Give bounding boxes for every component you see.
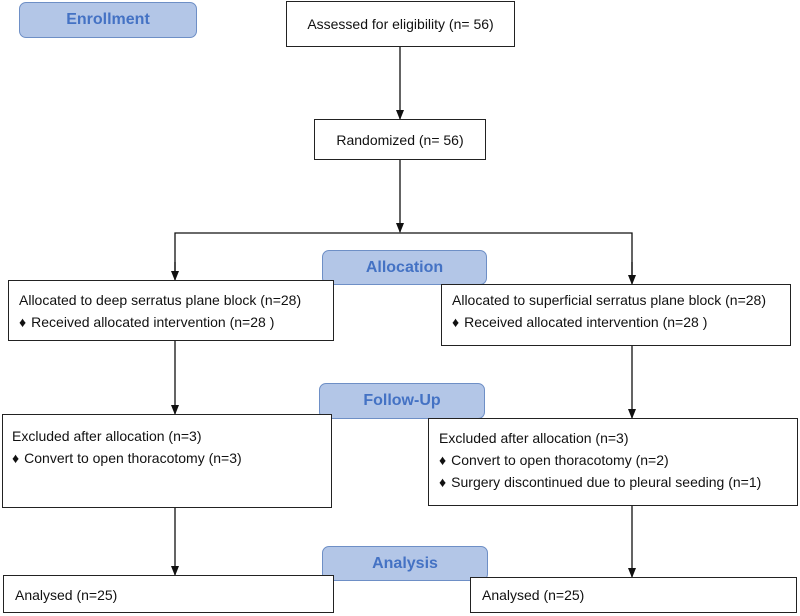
split-connector — [174, 232, 633, 275]
left-analysis-box: Analysed (n=25) — [3, 575, 334, 613]
left-reason-item: Convert to open thoracotomy (n=3) — [12, 447, 331, 469]
right-excluded-text: Excluded after allocation (n=3) — [439, 430, 629, 446]
left-allocated-text: Allocated to deep serratus plane block (… — [19, 292, 302, 308]
right-analysed-text: Analysed (n=25) — [482, 587, 585, 603]
left-followup-box: Excluded after allocation (n=3) Convert … — [2, 414, 332, 508]
stage-analysis: Analysis — [322, 546, 488, 581]
left-excluded-text: Excluded after allocation (n=3) — [12, 428, 202, 444]
right-followup-box: Excluded after allocation (n=3) Convert … — [428, 418, 798, 506]
assessed-text: Assessed for eligibility (n= 56) — [307, 16, 494, 32]
stage-followup: Follow-Up — [319, 383, 485, 419]
stage-enrollment: Enrollment — [19, 2, 197, 38]
randomized-text: Randomized (n= 56) — [336, 131, 464, 148]
randomized-box: Randomized (n= 56) — [314, 119, 486, 160]
right-received-text: Received allocated intervention (n=28 ) — [452, 311, 790, 333]
right-analysis-box: Analysed (n=25) — [470, 577, 797, 613]
assessed-box: Assessed for eligibility (n= 56) — [286, 1, 515, 47]
left-received-text: Received allocated intervention (n=28 ) — [19, 311, 333, 333]
right-reason-item: Surgery discontinued due to pleural seed… — [439, 471, 797, 493]
right-allocated-text: Allocated to superficial serratus plane … — [452, 292, 767, 308]
right-reason-item: Convert to open thoracotomy (n=2) — [439, 449, 797, 471]
stage-allocation: Allocation — [322, 250, 487, 285]
left-allocation-box: Allocated to deep serratus plane block (… — [8, 280, 334, 341]
left-analysed-text: Analysed (n=25) — [15, 587, 118, 603]
right-allocation-box: Allocated to superficial serratus plane … — [441, 284, 791, 346]
